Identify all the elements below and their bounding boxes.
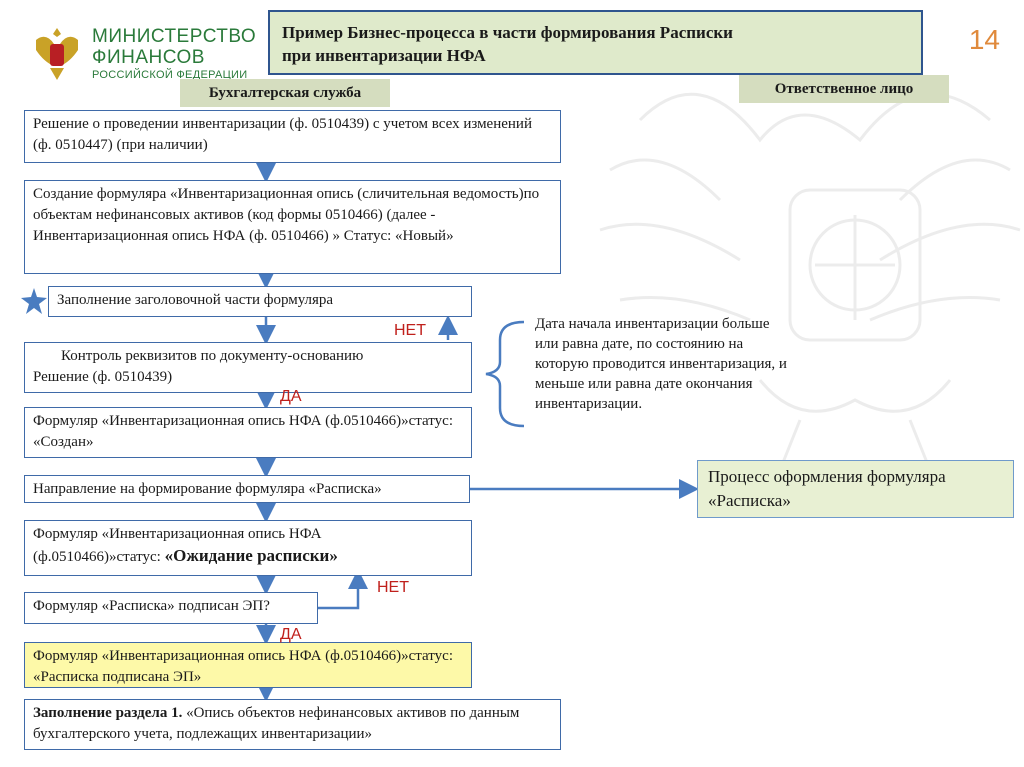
step-waiting-line1: Формуляр «Инвентаризационная опись НФА	[33, 526, 322, 542]
yes-label-1: ДА	[280, 388, 302, 405]
step-status-waiting: Формуляр «Инвентаризационная опись НФА (…	[24, 520, 472, 576]
validation-note: Дата начала инвентаризации больше или ра…	[535, 316, 787, 412]
process-receipt-box: Процесс оформления формуляра «Расписка»	[697, 460, 1014, 518]
star-marker-1	[21, 288, 47, 314]
step-waiting-line2: (ф.0510466)»статус: «Ожидание расписки»	[33, 546, 338, 565]
logo-line1: МИНИСТЕРСТВО	[92, 26, 257, 47]
slide-title: Пример Бизнес-процесса в части формирова…	[268, 10, 923, 75]
step-control-line2: Решение (ф. 0510439)	[33, 369, 173, 385]
lane-header-accounting: Бухгалтерская служба	[180, 79, 390, 107]
step-decision-inventory: Решение о проведении инвентаризации (ф. …	[24, 110, 561, 163]
step-send-receipt: Направление на формирование формуляра «Р…	[24, 475, 470, 503]
no-loop-arrow-2	[318, 569, 368, 610]
logo-line3: РОССИЙСКОЙ ФЕДЕРАЦИИ	[92, 69, 248, 81]
ministry-logo-text: МИНИСТЕРСТВО ФИНАНСОВ РОССИЙСКОЙ ФЕДЕРАЦ…	[92, 26, 256, 82]
status-waiting-receipt: «Ожидание расписки»	[164, 546, 338, 565]
no-label-2: НЕТ	[377, 579, 409, 596]
section1-text: «Опись объектов нефинансовых активов по …	[33, 705, 520, 742]
step-status-receipt-signed: Формуляр «Инвентаризационная опись НФА (…	[24, 642, 472, 688]
section1-bold: Заполнение раздела 1.	[33, 705, 183, 721]
note-brace	[485, 320, 525, 428]
step-fill-header: Заполнение заголовочной части формуляра	[48, 286, 472, 317]
eagle-emblem-icon	[36, 28, 78, 80]
title-line2: при инвентаризации НФА	[282, 46, 486, 65]
page-number: 14	[968, 24, 1000, 55]
step-status-created: Формуляр «Инвентаризационная опись НФА (…	[24, 407, 472, 458]
step-create-form: Создание формуляра «Инвентаризационная о…	[24, 180, 561, 274]
yes-label-2: ДА	[280, 626, 302, 643]
ministry-logo	[30, 22, 84, 84]
step-receipt-signed-question: Формуляр «Расписка» подписан ЭП?	[24, 592, 318, 624]
title-line1: Пример Бизнес-процесса в части формирова…	[282, 23, 733, 42]
no-label-1: НЕТ	[394, 322, 426, 339]
step-fill-section1: Заполнение раздела 1. «Опись объектов не…	[24, 699, 561, 750]
logo-line2: ФИНАНСОВ	[92, 47, 205, 68]
step-control-line1: Контроль реквизитов по документу-основан…	[61, 348, 364, 364]
lane-header-responsible: Ответственное лицо	[739, 75, 949, 103]
step-control-details: Контроль реквизитов по документу-основан…	[24, 342, 472, 393]
